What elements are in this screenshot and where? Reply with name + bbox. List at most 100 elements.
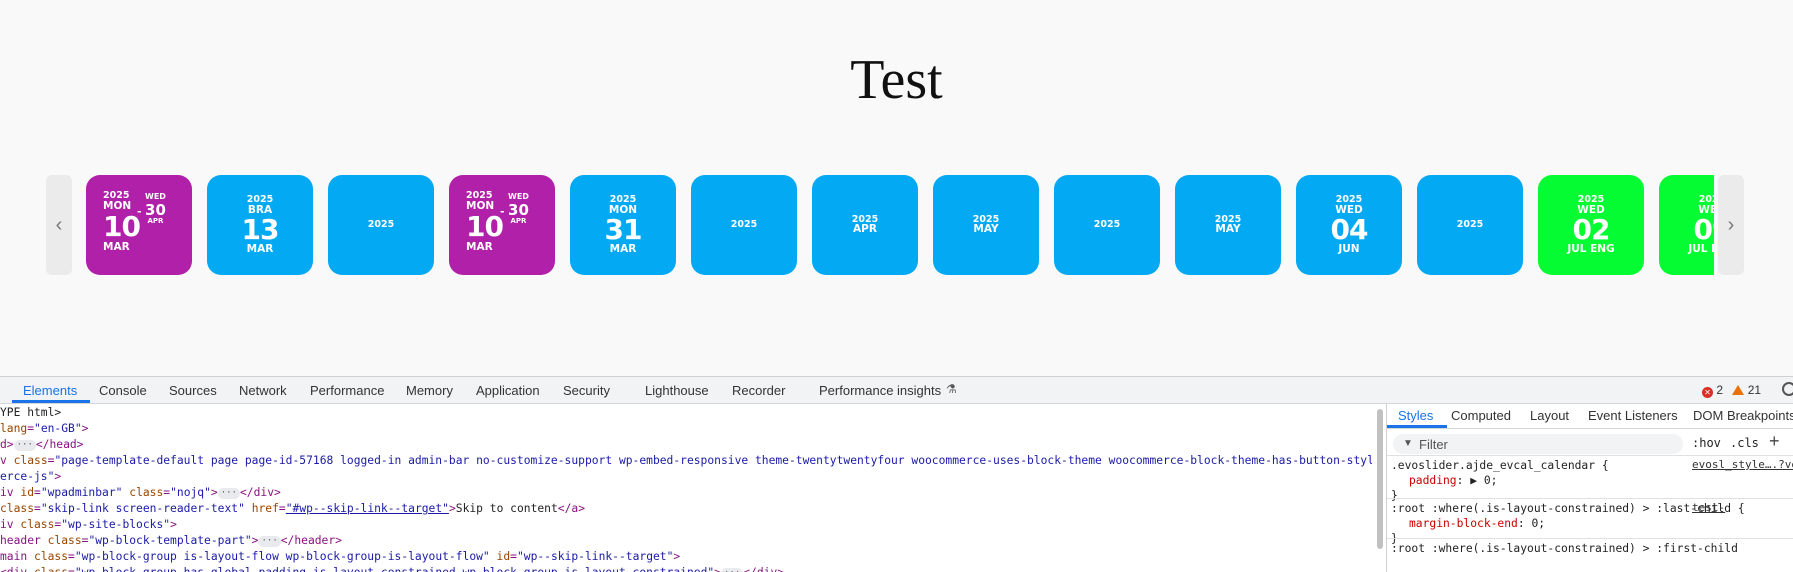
dom-token[interactable]: "#wp--skip-link--target" [285,502,449,515]
elements-dom-tree[interactable]: YPE html>lang="en-GB">d>···</head>v clas… [0,404,1372,572]
event-tile[interactable]: 2025 [1054,175,1160,275]
tab-dom-breakpoints[interactable]: DOM Breakpoints [1693,408,1793,423]
event-tile[interactable]: 2025 [1417,175,1523,275]
styles-filter-input[interactable] [1419,436,1669,452]
dom-token: > [210,486,218,499]
event-month: JUL ENG [1567,243,1615,256]
dom-node-line[interactable]: iv class="wp-site-blocks"> [0,517,177,533]
css-selector: :root :where(.is-layout-constrained) > :… [1391,502,1745,515]
css-source-link[interactable]: test- [1692,501,1726,514]
dom-token: > [170,518,177,531]
css-selector: .evoslider.ajde_evcal_calendar { [1391,459,1609,472]
tab-elements[interactable]: Elements [23,383,78,398]
dom-token: = [54,518,62,531]
expand-ellipsis-button[interactable]: ··· [217,488,240,499]
css-source-link[interactable]: evosl_style….?ve [1692,458,1793,471]
event-tile[interactable]: 2025 [691,175,797,275]
elements-scrollbar[interactable] [1377,409,1383,549]
event-weekday: MON [466,200,495,213]
event-year: 2025 [851,213,879,225]
styles-tab-bar: Styles Computed Layout Event Listeners D… [1387,404,1793,429]
css-property[interactable]: margin-block-end [1409,517,1518,530]
expand-ellipsis-button[interactable]: ··· [720,568,744,572]
tab-performance-insights[interactable]: Performance insights [819,383,942,398]
event-month: MAR [466,240,493,253]
hov-toggle[interactable]: :hov [1692,436,1721,450]
dom-node-line[interactable]: <div class="wp-block-group has-global-pa… [0,565,784,572]
tab-network[interactable]: Network [239,383,287,398]
event-year: 2025 [103,190,130,201]
dom-token: </header> [280,534,342,547]
expand-ellipsis-button[interactable]: ··· [258,536,281,547]
css-value[interactable]: ▶ 0; [1470,474,1498,487]
dom-token: > [714,566,721,572]
tab-memory[interactable]: Memory [406,383,453,398]
slider-next-button[interactable]: › [1718,175,1744,275]
tab-styles[interactable]: Styles [1398,408,1434,423]
event-weekday: MON [608,203,638,216]
pane-divider[interactable] [1386,404,1387,572]
event-tile-content: 2025 [1417,175,1523,275]
event-tile[interactable]: 2025 [328,175,434,275]
event-year: 2025 [367,219,395,231]
css-value[interactable]: 0; [1531,517,1546,530]
new-rule-plus-icon[interactable]: + [1769,431,1780,451]
dom-node-line[interactable]: v class="page-template-default page page… [0,453,1372,469]
tab-lighthouse[interactable]: Lighthouse [645,383,709,398]
dom-token: <div [0,566,34,572]
flask-icon: ⚗ [946,382,957,396]
dom-node-line[interactable]: header class="wp-block-template-part">··… [0,533,342,549]
styles-pane: Styles Computed Layout Event Listeners D… [1387,404,1793,572]
css-property[interactable]: padding [1409,474,1457,487]
dom-token: = [34,486,41,499]
tab-performance[interactable]: Performance [310,383,385,398]
tab-layout[interactable]: Layout [1530,408,1570,423]
tab-event-listeners[interactable]: Event Listeners [1588,408,1678,423]
gear-icon[interactable] [1782,382,1793,396]
warning-icon [1732,385,1745,395]
event-end-month: APR [510,217,527,226]
css-colon: : [1456,474,1471,487]
event-end-month: APR [147,217,164,226]
event-tile[interactable]: 2025WED09JUL ENG [1659,175,1714,275]
dom-token: erce-js" [0,470,55,483]
error-icon: ✕ [1702,387,1713,398]
cls-toggle[interactable]: .cls [1730,436,1759,450]
tab-application[interactable]: Application [476,383,540,398]
css-rule: :root :where(.is-layout-constrained) > :… [1391,541,1738,556]
dom-node-line[interactable]: YPE html> [0,405,61,421]
devtools-tab-bar: Elements Console Sources Network Perform… [0,377,1793,404]
tab-recorder[interactable]: Recorder [732,383,786,398]
css-declaration[interactable]: margin-block-end: 0; [1391,516,1745,531]
event-year: 2025 [1456,219,1484,231]
tab-security[interactable]: Security [563,383,610,398]
css-rule: .evoslider.ajde_evcal_calendar {padding:… [1391,458,1609,503]
slider-prev-button[interactable]: ‹ [46,175,72,275]
dom-token: class [34,550,69,563]
css-declaration[interactable]: padding: ▶ 0; [1391,473,1609,488]
dom-node-line[interactable]: lang="en-GB"> [0,421,88,437]
issue-counts[interactable]: ✕ 2 21 [1702,383,1761,398]
event-year: 2025 [1093,219,1121,231]
tab-computed[interactable]: Computed [1451,408,1511,423]
event-end-weekday: WED [508,192,529,201]
dom-node-line[interactable]: class="skip-link screen-reader-text" hre… [0,501,585,517]
dom-node-line[interactable]: iv id="wpadminbar" class="nojq">···</div… [0,485,281,501]
tab-sources[interactable]: Sources [169,383,217,398]
dom-node-line[interactable]: erce-js"> [0,469,61,485]
event-tile-content: 2025 [1054,175,1160,275]
dom-node-line[interactable]: d>···</head> [0,437,83,453]
tab-console[interactable]: Console [99,383,147,398]
dom-token: "en-GB" [34,422,82,435]
expand-ellipsis-button[interactable]: ··· [13,440,36,451]
dom-node-line[interactable]: main class="wp-block-group is-layout-flo… [0,549,680,565]
